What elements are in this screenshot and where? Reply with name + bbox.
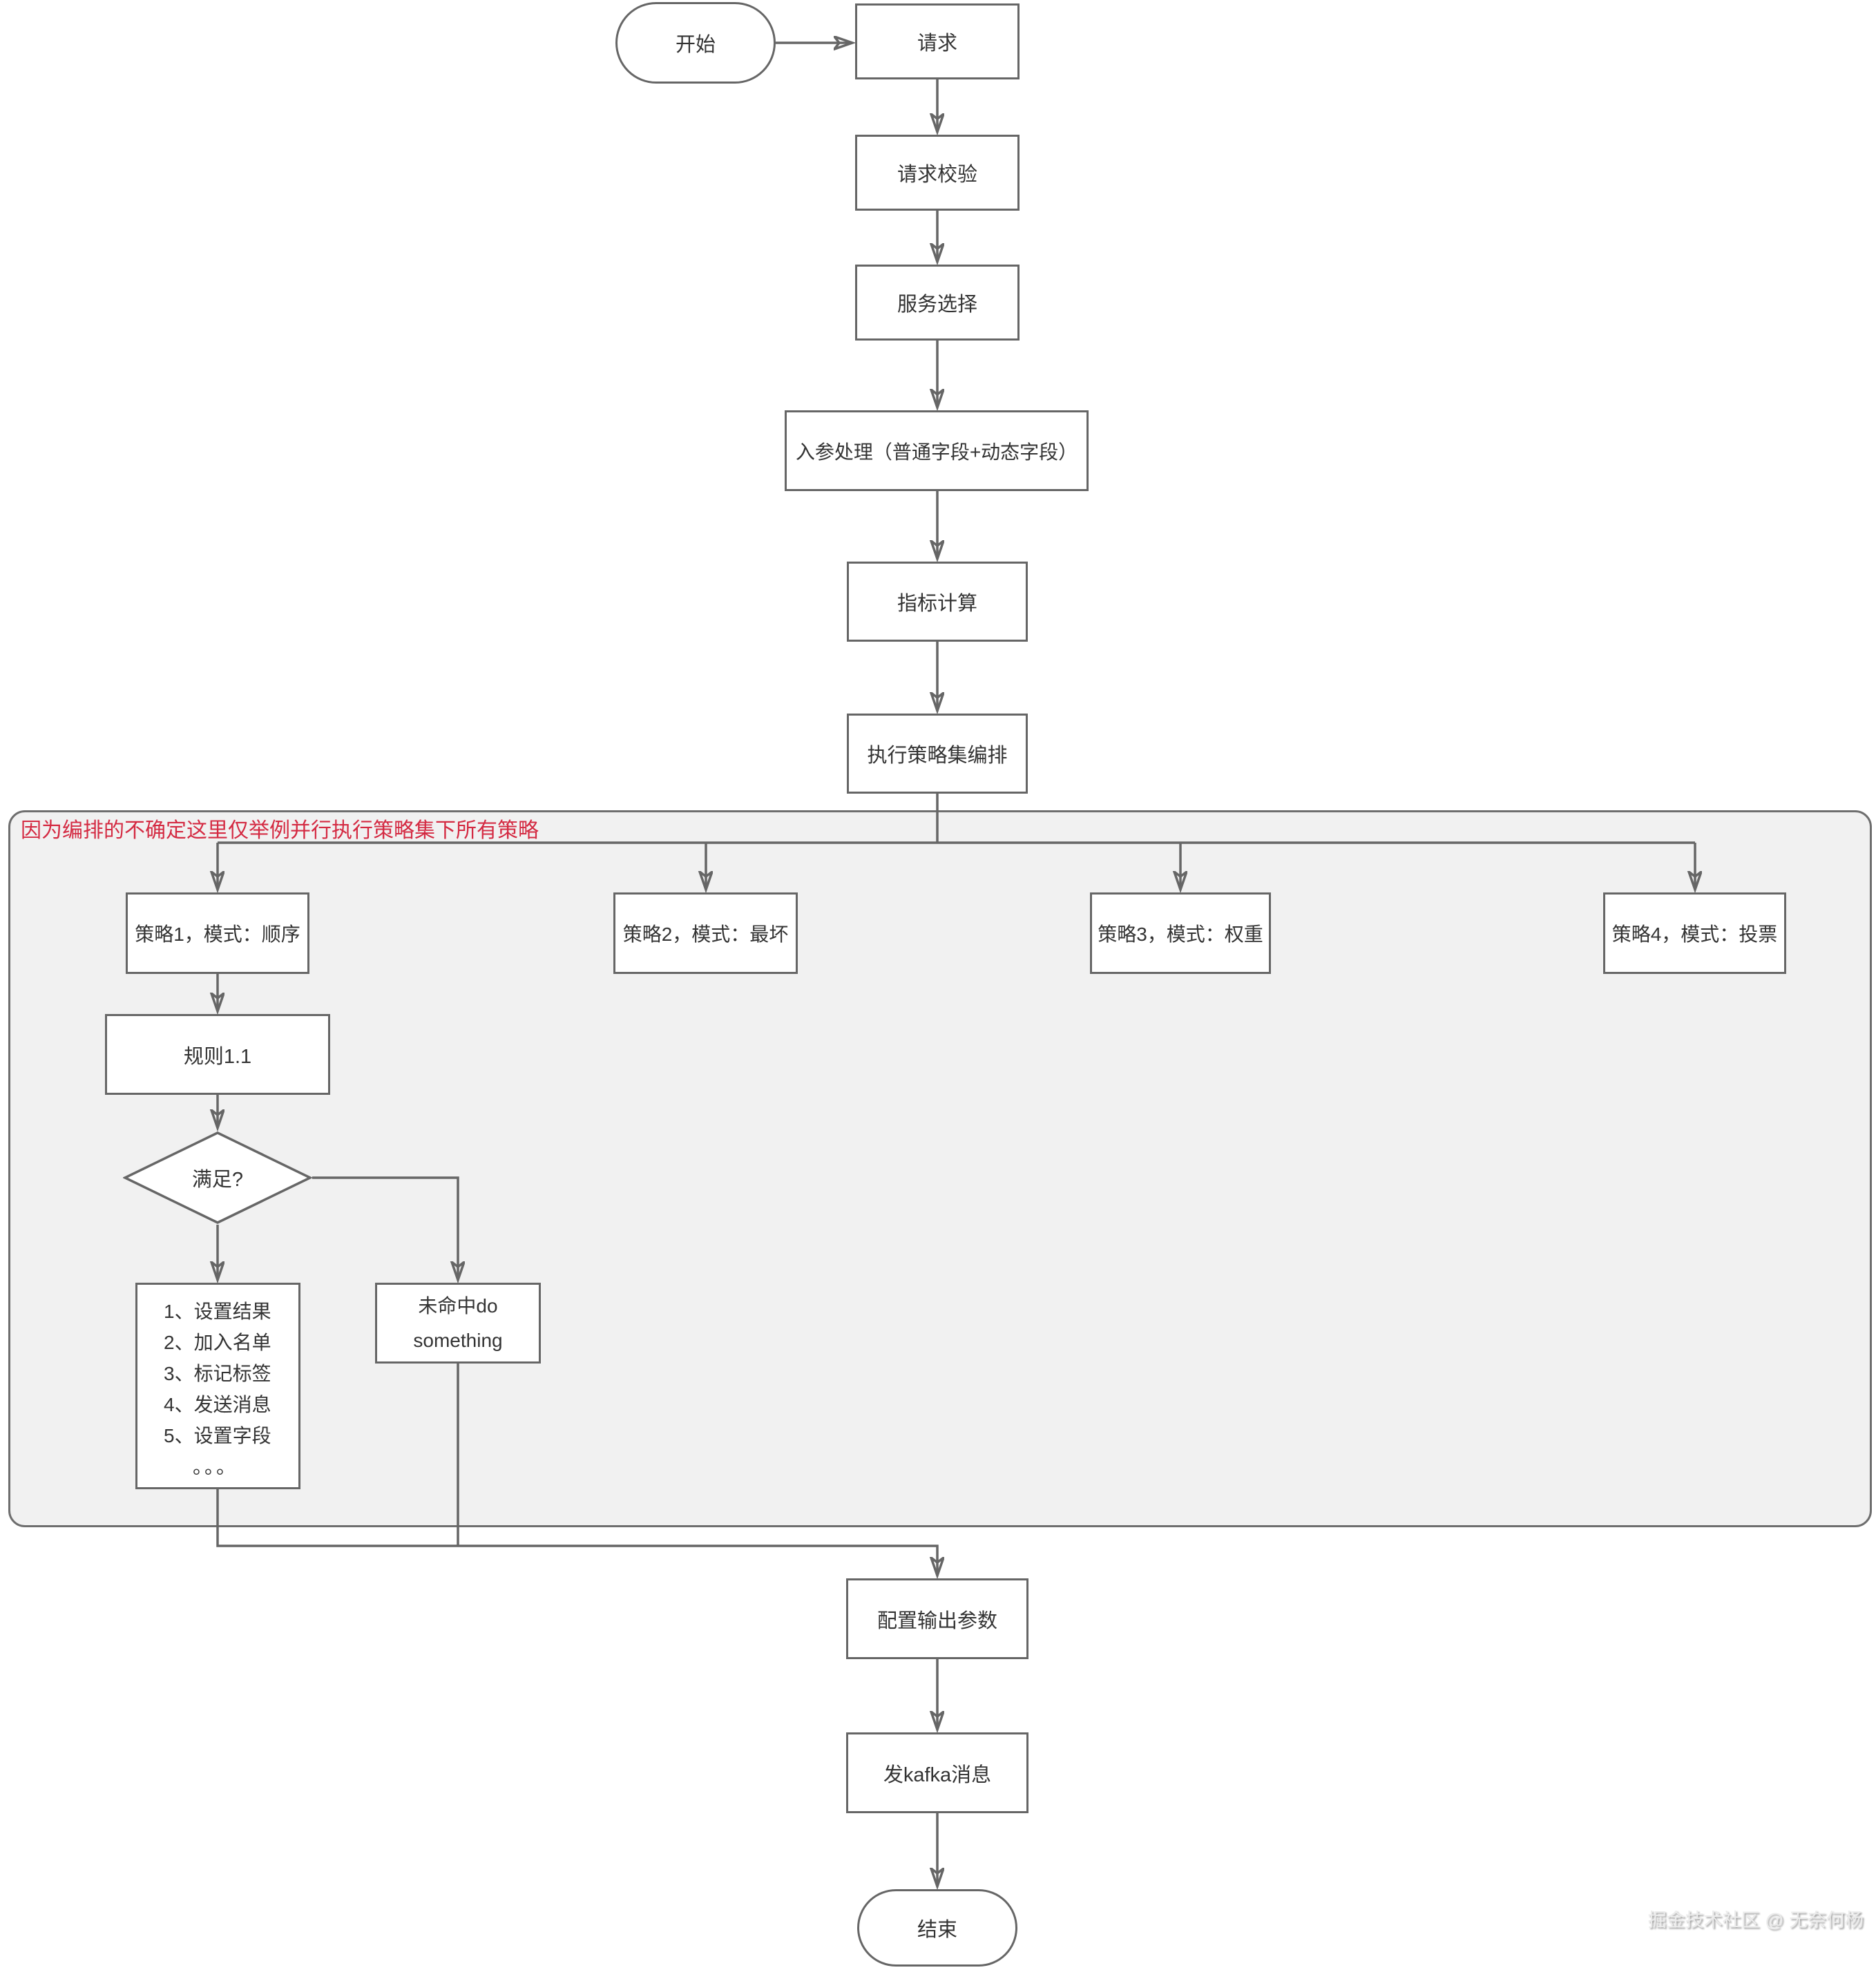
group-note: 因为编排的不确定这里仅举例并行执行策略集下所有策略: [21, 819, 539, 842]
node-rule-1-1: 规则1.1: [105, 1014, 330, 1095]
node-input-processing: 入参处理（普通字段+动态字段）: [785, 410, 1089, 491]
decision-diamond-shape: [123, 1131, 312, 1224]
edge-condition-miss: [312, 1176, 458, 1279]
node-send-kafka: 发kafka消息: [846, 1732, 1028, 1813]
hit-action-item: 3、标记标签: [164, 1363, 271, 1384]
miss-action-line: 未命中do: [418, 1294, 498, 1317]
node-miss-action: 未命中do something: [375, 1283, 541, 1364]
condition-label: 满足?: [191, 1169, 244, 1191]
node-end: 结束: [857, 1889, 1017, 1967]
node-metric-calculation: 指标计算: [847, 562, 1028, 642]
node-request-validation: 请求校验: [855, 135, 1020, 211]
hit-action-item: 5、设置字段: [164, 1425, 271, 1446]
node-request: 请求: [855, 3, 1020, 79]
hit-action-item: 4、发送消息: [164, 1394, 271, 1415]
node-hit-actions: 1、设置结果 2、加入名单 3、标记标签 4、发送消息 5、设置字段 。。。: [135, 1283, 300, 1489]
watermark: 掘金技术社区 @ 无奈何杨: [1647, 1910, 1864, 1931]
hit-action-item: 2、加入名单: [164, 1332, 271, 1353]
node-strategy-3: 策略3，模式：权重: [1090, 892, 1271, 974]
node-strategy-2: 策略2，模式：最坏: [613, 892, 798, 974]
node-strategy-4: 策略4，模式：投票: [1603, 892, 1786, 974]
node-configure-output: 配置输出参数: [846, 1578, 1028, 1659]
strategy-group-container: [8, 810, 1872, 1527]
node-strategy-1: 策略1，模式：顺序: [126, 892, 309, 974]
node-condition-satisfied: 满足?: [123, 1131, 312, 1225]
hit-action-item: 1、设置结果: [164, 1301, 271, 1322]
node-strategy-orchestration: 执行策略集编排: [847, 714, 1028, 794]
miss-action-line: something: [413, 1329, 503, 1351]
hit-action-ellipsis: 。。。: [192, 1456, 238, 1478]
node-service-selection: 服务选择: [855, 265, 1020, 341]
edge-hit-merge-output: [216, 1489, 937, 1574]
node-start: 开始: [615, 2, 776, 84]
